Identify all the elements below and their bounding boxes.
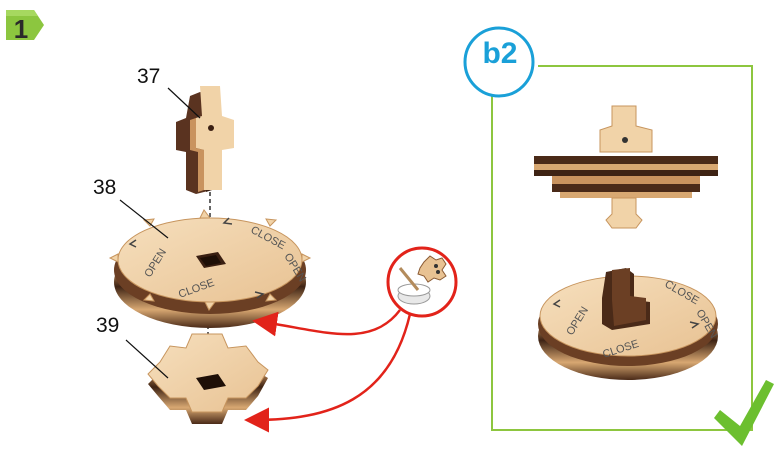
- detail-assembled-dial: [538, 268, 718, 380]
- part-label-39: 39: [96, 314, 119, 338]
- detail-cross-section: [534, 106, 718, 228]
- part-label-38: 38: [93, 176, 116, 200]
- glue-arrow-upper: [262, 310, 400, 334]
- check-icon: [714, 380, 774, 446]
- part-39-small-gear: [148, 334, 268, 424]
- part-37-key: [176, 86, 234, 194]
- glue-arrow-lower: [254, 314, 410, 420]
- glue-callout: [388, 248, 456, 316]
- part-label-37: 37: [137, 65, 160, 89]
- part-38-dial-gear: [110, 210, 310, 328]
- detail-label-b2: b2: [460, 37, 540, 71]
